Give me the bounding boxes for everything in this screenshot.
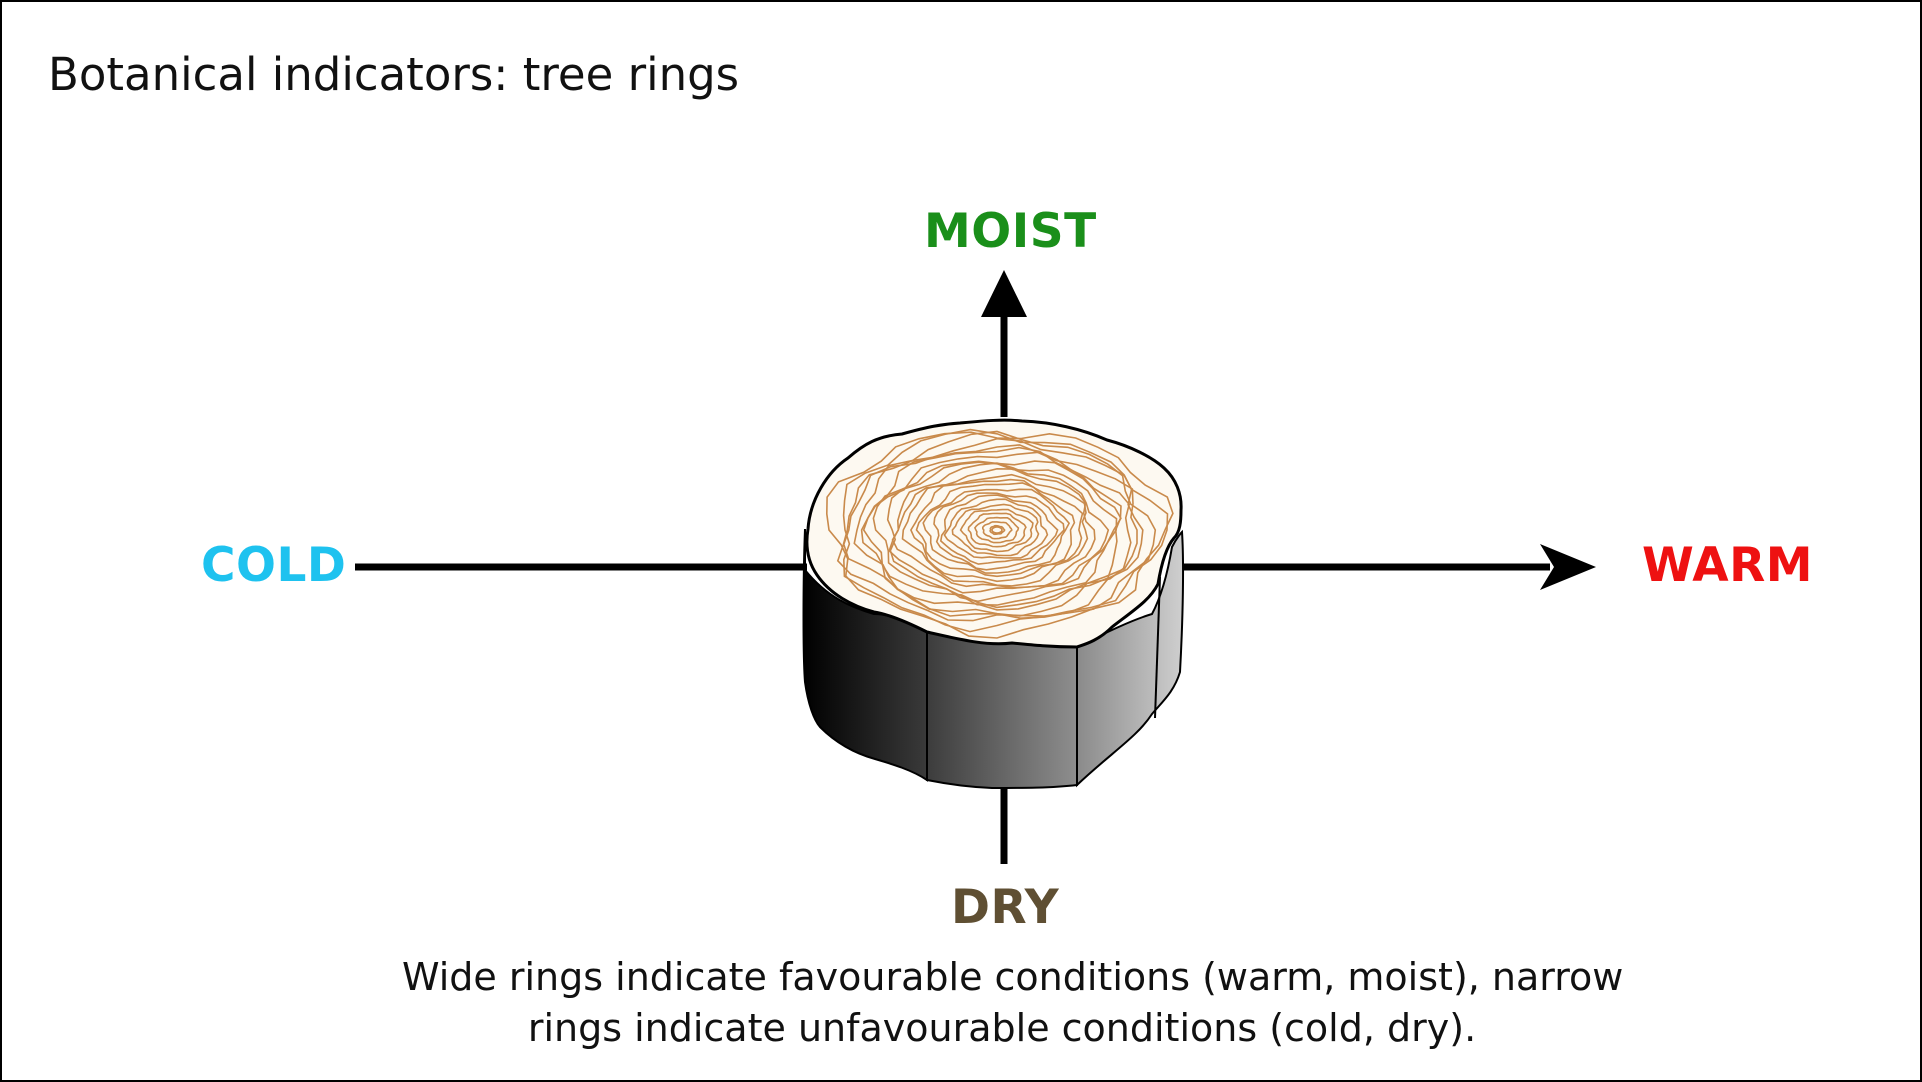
tree-rings — [825, 428, 1174, 639]
moist-label: MOIST — [924, 204, 1097, 259]
caption-line-2: rings indicate unfavourable conditions (… — [527, 1006, 1477, 1050]
ring-core — [991, 526, 1003, 534]
cold-label: COLD — [201, 538, 347, 593]
growth-ring — [959, 508, 1034, 553]
growth-ring — [982, 521, 1013, 540]
caption-line-1: Wide rings indicate favourable condition… — [402, 955, 1624, 999]
growth-ring — [836, 430, 1157, 622]
growth-ring — [862, 451, 1122, 609]
growth-ring — [973, 516, 1020, 544]
warm-arrowhead-icon — [1540, 544, 1596, 590]
growth-ring — [951, 503, 1040, 557]
bark-right-face — [1076, 529, 1185, 788]
warm-label: WARM — [1642, 538, 1814, 593]
dry-label: DRY — [951, 880, 1060, 935]
growth-ring — [967, 512, 1027, 548]
growth-ring — [872, 460, 1122, 606]
bark-middle-face — [926, 630, 1078, 790]
growth-ring — [891, 467, 1096, 589]
growth-ring — [860, 446, 1132, 611]
tree-stump-cross-section-icon — [802, 418, 1185, 790]
moist-arrowhead-icon — [981, 270, 1027, 317]
growth-ring — [825, 431, 1174, 639]
bark-left-face — [802, 528, 928, 782]
diagram-title: Botanical indicators: tree rings — [48, 48, 740, 101]
growth-ring — [939, 494, 1059, 565]
growth-ring — [886, 461, 1118, 603]
growth-ring — [853, 444, 1138, 617]
growth-ring — [915, 482, 1076, 578]
growth-ring — [943, 498, 1049, 559]
growth-ring — [933, 492, 1065, 571]
bark-crease — [1154, 576, 1161, 719]
growth-ring — [922, 488, 1071, 574]
growth-ring — [842, 437, 1144, 620]
diagram-caption: Wide rings indicate favourable condition… — [402, 952, 1624, 1054]
growth-ring — [989, 524, 1006, 536]
growth-ring — [901, 473, 1089, 587]
